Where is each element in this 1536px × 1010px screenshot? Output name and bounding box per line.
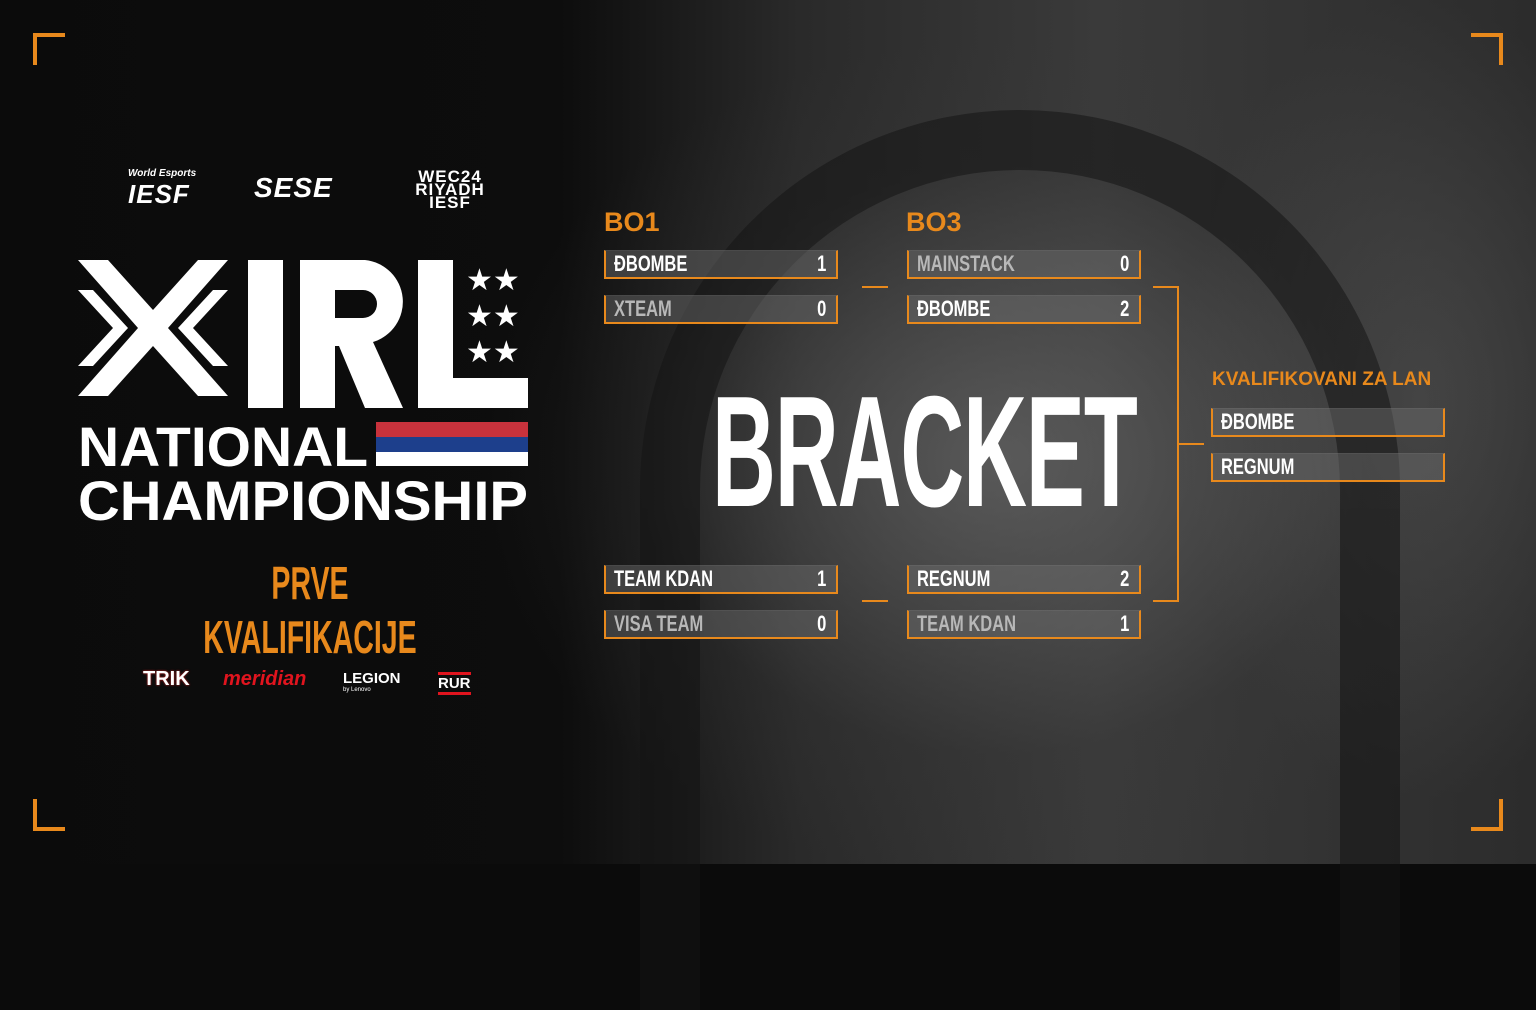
team-name: REGNUM bbox=[1221, 454, 1295, 479]
connector bbox=[1177, 443, 1204, 445]
team-name: XTEAM bbox=[614, 296, 672, 321]
connector bbox=[1153, 286, 1179, 288]
match-slot: TEAM KDAN 1 bbox=[907, 610, 1141, 639]
lenovo-text: by Lenovo bbox=[343, 687, 371, 693]
bracket-title: BRACKET bbox=[712, 364, 1138, 540]
match-slot: ĐBOMBE 2 bbox=[907, 295, 1141, 324]
round-label-bo1: BO1 bbox=[604, 207, 660, 237]
match-slot: ĐBOMBE 1 bbox=[604, 250, 838, 279]
match-slot: XTEAM 0 bbox=[604, 295, 838, 324]
match-slot: MAINSTACK 0 bbox=[907, 250, 1141, 279]
connector bbox=[862, 600, 888, 602]
team-score: 2 bbox=[1119, 566, 1129, 591]
legion-text: LEGION bbox=[343, 670, 401, 687]
team-name: MAINSTACK bbox=[917, 251, 1015, 276]
match-slot: TEAM KDAN 1 bbox=[604, 565, 838, 594]
qualified-label: KVALIFIKOVANI ZA LAN bbox=[1212, 369, 1432, 390]
team-score: 1 bbox=[816, 251, 826, 276]
qualified-team: ĐBOMBE bbox=[1211, 408, 1445, 437]
wec24-logo: WEC24 RIYADH IESF bbox=[415, 167, 485, 212]
subtitle: PRVE KVALIFIKACIJE bbox=[203, 557, 417, 663]
x-emblem bbox=[78, 260, 228, 396]
team-score: 0 bbox=[1119, 251, 1129, 276]
svg-text:★★: ★★ bbox=[466, 299, 520, 334]
corner-frame bbox=[1471, 33, 1503, 65]
sponsor-meridian: meridian bbox=[223, 668, 307, 690]
match-slot: REGNUM 2 bbox=[907, 565, 1141, 594]
team-score: 1 bbox=[816, 566, 826, 591]
corner-frame bbox=[33, 33, 65, 65]
sponsor-trik: TRIK bbox=[143, 668, 190, 690]
stars-icon: ★★★★★★ bbox=[466, 263, 520, 370]
connector bbox=[1153, 600, 1179, 602]
team-name: ĐBOMBE bbox=[614, 251, 688, 276]
team-score: 2 bbox=[1119, 296, 1129, 321]
svg-text:★★: ★★ bbox=[466, 335, 520, 370]
team-score: 1 bbox=[1119, 611, 1129, 636]
logo-line1: NATIONAL bbox=[78, 415, 368, 478]
corner-frame bbox=[1471, 799, 1503, 831]
team-score: 0 bbox=[816, 296, 826, 321]
team-name: TEAM KDAN bbox=[614, 566, 713, 591]
team-name: REGNUM bbox=[917, 566, 991, 591]
sese-logo: SESE bbox=[254, 172, 333, 203]
team-score: 0 bbox=[816, 611, 826, 636]
team-name: TEAM KDAN bbox=[917, 611, 1016, 636]
sponsor-rur: RUR bbox=[438, 672, 471, 695]
corner-frame bbox=[33, 799, 65, 831]
logo-line2: CHAMPIONSHIP bbox=[78, 469, 528, 522]
svg-text:★★: ★★ bbox=[466, 263, 520, 298]
team-name: ĐBOMBE bbox=[917, 296, 991, 321]
team-name: ĐBOMBE bbox=[1221, 409, 1295, 434]
background-arch bbox=[640, 110, 1400, 1010]
irl-national-championship-logo: ★★★★★★ NATIONAL CHAMPIONSHIP bbox=[78, 260, 528, 522]
connector bbox=[862, 286, 888, 288]
round-label-bo3: BO3 bbox=[906, 207, 962, 237]
qualified-team: REGNUM bbox=[1211, 453, 1445, 482]
team-name: VISA TEAM bbox=[614, 611, 704, 636]
match-slot: VISA TEAM 0 bbox=[604, 610, 838, 639]
